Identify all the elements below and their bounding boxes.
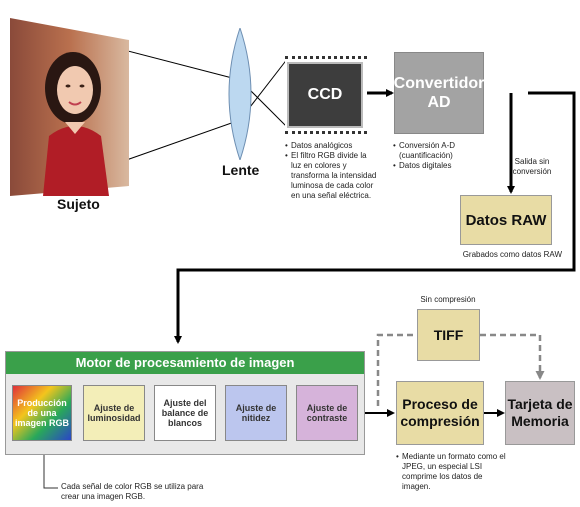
step-label: Ajuste de luminosidad xyxy=(87,403,141,423)
rgb-note-pointer xyxy=(43,442,58,489)
subject-label: Sujeto xyxy=(57,196,100,212)
raw-output-label: Salida sin conversión xyxy=(512,157,552,176)
ad-label-line1: Convertidor xyxy=(393,75,485,92)
step-label: Ajuste de nitidez xyxy=(235,403,277,423)
ad-label-line2: AD xyxy=(427,94,451,111)
step-label: Ajuste de contraste xyxy=(306,403,348,423)
step-luminosity: Ajuste de luminosidad xyxy=(83,385,145,441)
ad-converter-box: Convertidor AD xyxy=(394,52,484,134)
raw-label: Datos RAW xyxy=(465,211,547,229)
lens-shape xyxy=(228,28,252,160)
compression-box: Proceso de compresión xyxy=(396,381,484,445)
step-rgb-production: Producción de una imagen RGB xyxy=(12,385,72,441)
ccd-chip: CCD xyxy=(285,56,367,134)
ccd-notes: Datos analógicos El filtro RGB divide la… xyxy=(285,141,377,201)
rgb-note: Cada señal de color RGB se utiliza para … xyxy=(61,482,204,501)
step-label: Ajuste del balance de blancos xyxy=(161,398,209,428)
arrow-ad-to-engine xyxy=(174,91,576,344)
tiff-caption: Sin compresión xyxy=(420,295,476,304)
lens-label: Lente xyxy=(222,162,260,178)
ad-note: Conversión A-D (cuantificación) xyxy=(393,141,481,161)
step-sharpness: Ajuste de nitidez xyxy=(225,385,287,441)
memory-label: Tarjeta de Memoria xyxy=(507,396,573,429)
engine-header: Motor de procesamiento de imagen xyxy=(6,352,364,374)
raw-data-box: Datos RAW xyxy=(460,195,552,245)
step-contrast: Ajuste de contraste xyxy=(296,385,358,441)
dashed-path-to-tiff xyxy=(376,333,416,406)
ccd-note: El filtro RGB divide la luz en colores y… xyxy=(285,151,377,201)
step-white-balance: Ajuste del balance de blancos xyxy=(154,385,216,441)
raw-caption: Grabados como datos RAW xyxy=(462,250,562,259)
ad-notes: Conversión A-D (cuantificación) Datos di… xyxy=(393,141,481,171)
ccd-core: CCD xyxy=(287,62,363,128)
ccd-label: CCD xyxy=(307,86,343,103)
compression-note: Mediante un formato como el JPEG, un esp… xyxy=(396,452,506,492)
memory-card-box: Tarjeta de Memoria xyxy=(505,381,575,445)
compression-label: Proceso de compresión xyxy=(400,396,480,429)
tiff-box: TIFF xyxy=(417,309,480,361)
dashed-path-tiff-to-memory xyxy=(480,333,545,380)
step-label: Producción de una imagen RGB xyxy=(14,398,69,428)
compression-notes: Mediante un formato como el JPEG, un esp… xyxy=(396,452,506,492)
tiff-label: TIFF xyxy=(433,327,464,343)
ad-note: Datos digitales xyxy=(393,161,481,171)
ccd-note: Datos analógicos xyxy=(285,141,377,151)
engine-title: Motor de procesamiento de imagen xyxy=(75,355,295,370)
